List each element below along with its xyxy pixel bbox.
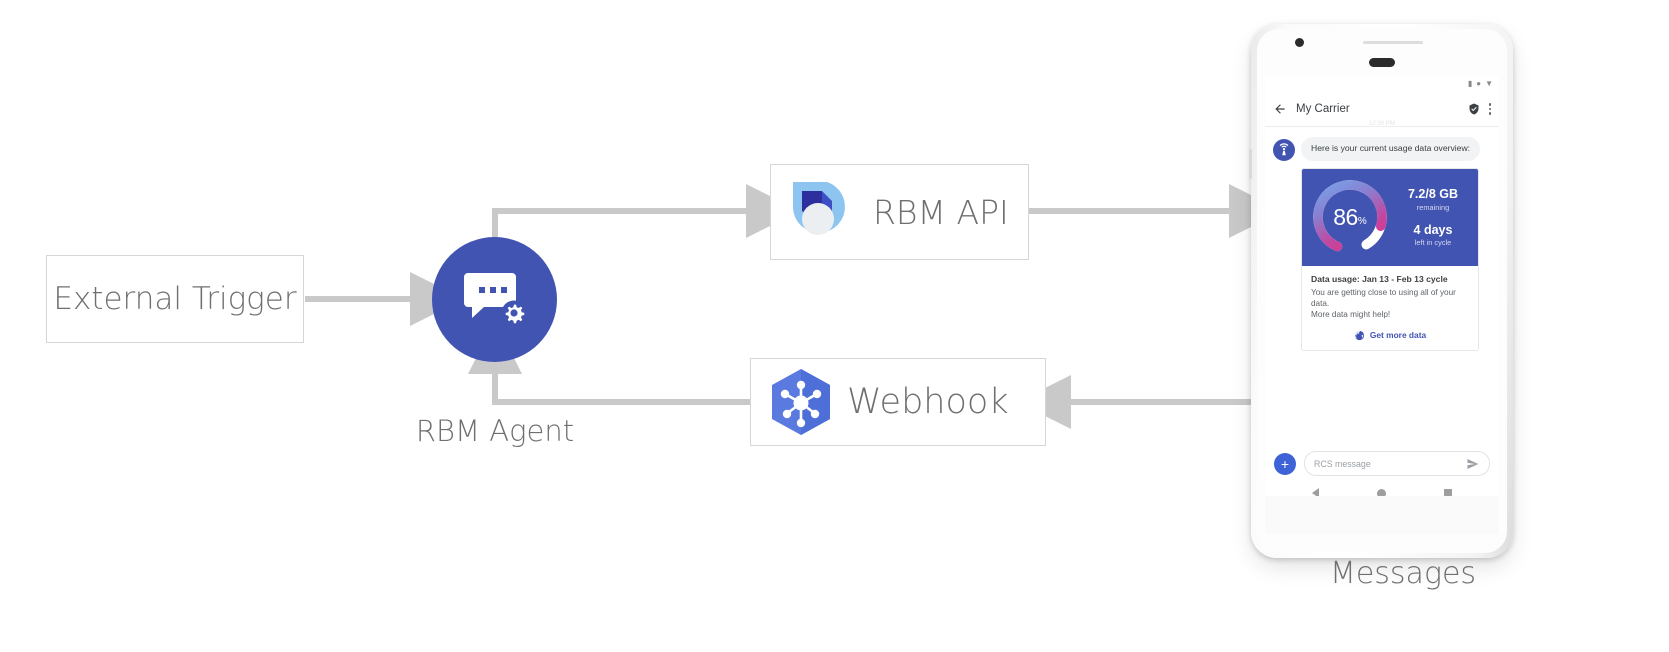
rich-card[interactable]: 86 % 7.2/8 GB remaining 4 days left in c… bbox=[1301, 167, 1479, 351]
message-bubble: Here is your current usage data overview… bbox=[1301, 137, 1481, 161]
verified-shield-icon bbox=[1468, 103, 1480, 115]
back-arrow-icon[interactable] bbox=[1273, 102, 1287, 116]
node-rbm-api[interactable]: RBM API bbox=[770, 164, 1029, 260]
get-more-data-label: Get more data bbox=[1369, 330, 1427, 341]
avatar bbox=[1273, 138, 1295, 161]
node-external-trigger[interactable]: External Trigger bbox=[46, 255, 304, 343]
days-left-value: 4 days bbox=[1413, 222, 1453, 237]
chat-gear-icon bbox=[463, 272, 526, 325]
app-bar: My Carrier 12:30 PM bbox=[1265, 92, 1499, 127]
days-left-label: left in cycle bbox=[1414, 237, 1452, 247]
card-text-line-2: More data might help! bbox=[1311, 310, 1391, 320]
card-text-line-1: You are getting close to using all of yo… bbox=[1311, 287, 1456, 308]
card-hero-stats: 7.2/8 GB remaining 4 days left in cycle bbox=[1398, 187, 1468, 247]
card-body: Data usage: Jan 13 - Feb 13 cycle You ar… bbox=[1302, 266, 1478, 350]
wifi-icon: ● bbox=[1476, 79, 1482, 88]
nav-back-icon[interactable] bbox=[1312, 488, 1319, 496]
speaker-grille bbox=[1363, 41, 1423, 44]
conversation-thread: Here is your current usage data overview… bbox=[1265, 127, 1499, 445]
data-remaining-value: 7.2/8 GB bbox=[1407, 187, 1459, 202]
nav-recents-icon[interactable] bbox=[1444, 489, 1452, 496]
earpiece bbox=[1369, 58, 1395, 67]
data-usage-gauge: 86 % bbox=[1308, 175, 1392, 259]
signal-icon: ▮ bbox=[1467, 79, 1473, 88]
data-remaining-label: remaining bbox=[1416, 202, 1450, 212]
rcs-message-placeholder: RCS message bbox=[1314, 458, 1371, 469]
conversation-timestamp: 12:30 PM bbox=[1369, 121, 1395, 127]
gauge-percent-value: 86 bbox=[1333, 203, 1358, 230]
send-icon[interactable] bbox=[1466, 457, 1480, 471]
connector-agent-to-api bbox=[492, 184, 800, 248]
front-camera-icon bbox=[1295, 38, 1304, 47]
rcs-message-input[interactable]: RCS message bbox=[1304, 451, 1490, 476]
phone-side-button[interactable] bbox=[1249, 149, 1252, 179]
gauge-percent-symbol: % bbox=[1357, 216, 1367, 228]
phone-screen: ▮ ● ▼ My Carrier bbox=[1265, 76, 1499, 496]
gauge-percent: 86 % bbox=[1308, 175, 1392, 259]
android-nav-bar bbox=[1265, 482, 1499, 496]
plus-icon[interactable]: + bbox=[1274, 452, 1296, 475]
messages-label: Messages bbox=[1329, 556, 1477, 591]
external-trigger-label: External Trigger bbox=[53, 281, 297, 317]
battery-icon: ▼ bbox=[1485, 79, 1493, 88]
nav-home-icon[interactable] bbox=[1377, 488, 1386, 496]
rbm-agent-label: RBM Agent bbox=[415, 414, 575, 448]
app-bar-title: My Carrier bbox=[1296, 103, 1350, 115]
get-more-data-button[interactable]: Get more data bbox=[1311, 330, 1469, 343]
globe-icon bbox=[1354, 330, 1364, 340]
status-bar: ▮ ● ▼ bbox=[1265, 76, 1499, 92]
message-row: Here is your current usage data overview… bbox=[1273, 137, 1491, 161]
message-composer: + RCS message bbox=[1265, 445, 1499, 482]
rbm-api-icon bbox=[793, 182, 845, 235]
more-vert-icon[interactable] bbox=[1488, 103, 1491, 115]
card-title: Data usage: Jan 13 - Feb 13 cycle bbox=[1311, 273, 1448, 284]
connector-webhook-to-agent bbox=[468, 320, 750, 405]
phone-mockup: ▮ ● ▼ My Carrier bbox=[1249, 24, 1513, 558]
card-hero: 86 % 7.2/8 GB remaining 4 days left in c… bbox=[1302, 168, 1478, 266]
phone-chin bbox=[1265, 496, 1499, 534]
node-rbm-agent[interactable] bbox=[432, 237, 557, 362]
webhook-hexagon-icon bbox=[772, 369, 830, 435]
rbm-api-label: RBM API bbox=[873, 192, 1009, 232]
node-webhook[interactable]: Webhook bbox=[750, 358, 1046, 446]
cell-tower-icon bbox=[1279, 142, 1289, 155]
webhook-label: Webhook bbox=[847, 382, 1009, 422]
